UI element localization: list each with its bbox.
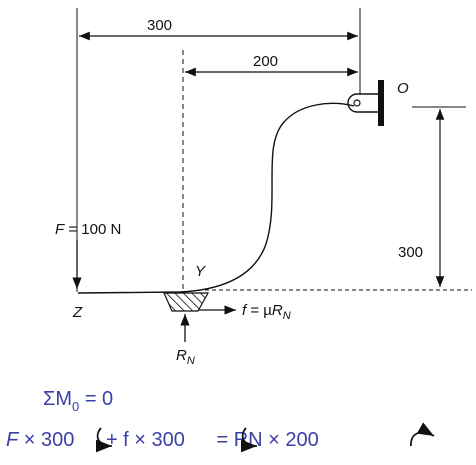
- lever-bar: [77, 102, 355, 294]
- contact-pad: [163, 292, 210, 312]
- cw-rotation-icon: [410, 422, 435, 447]
- ccw-rotation-icon-2: [240, 427, 258, 453]
- pivot-bracket: [347, 93, 378, 113]
- force-f-label: F = 100 N: [55, 221, 121, 238]
- point-z-label: Z: [72, 304, 83, 321]
- dimension-200-label: 200: [253, 53, 278, 70]
- equation-moment-balance: F × 300 + f × 300 = RN × 200: [6, 429, 319, 451]
- friction-label: f = µRN: [242, 302, 291, 322]
- point-o-label: O: [397, 80, 409, 97]
- dimension-300-top-label: 300: [147, 17, 172, 34]
- dimension-300-right-label: 300: [398, 244, 423, 261]
- equation-moment-sum: ΣM0 = 0: [43, 388, 113, 414]
- point-y-label: Y: [195, 263, 206, 280]
- reaction-label: RN: [176, 347, 195, 367]
- wall-support: [378, 80, 384, 126]
- pivot-pin: [353, 99, 361, 107]
- ccw-rotation-icon-1: [95, 427, 113, 453]
